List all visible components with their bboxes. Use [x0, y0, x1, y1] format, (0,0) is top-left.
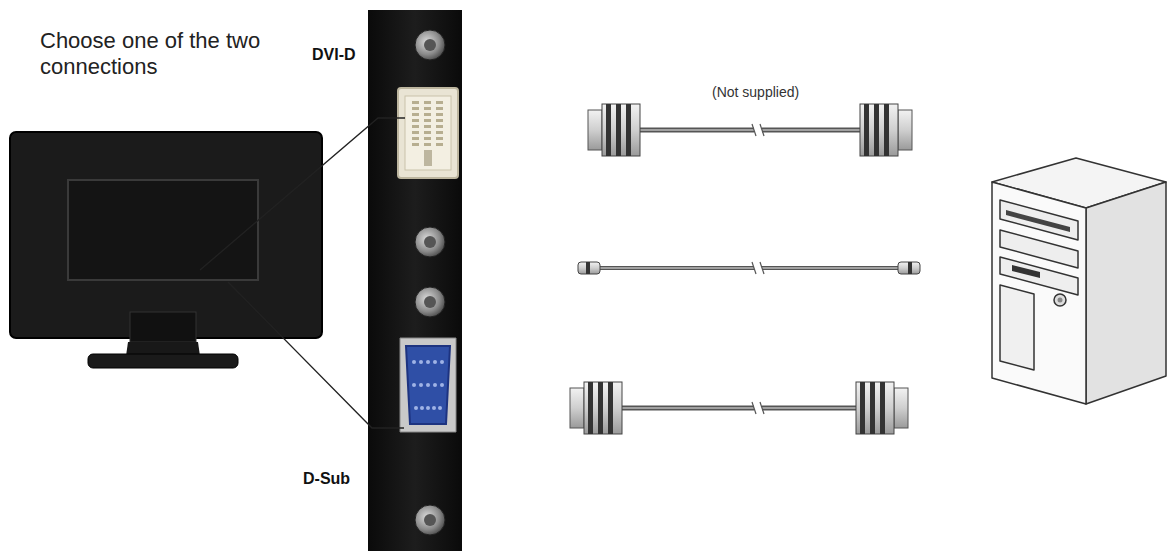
pin	[436, 131, 443, 134]
monitor-back	[10, 132, 322, 368]
pin	[412, 119, 419, 122]
pin	[414, 406, 418, 410]
cable	[578, 262, 920, 274]
pin	[424, 113, 431, 116]
pin	[412, 107, 419, 110]
pin	[432, 406, 436, 410]
screw	[415, 30, 445, 60]
screw	[415, 287, 445, 317]
pin	[424, 125, 431, 128]
pin	[426, 383, 430, 387]
pin	[424, 101, 431, 104]
pin	[424, 119, 431, 122]
pin	[426, 406, 430, 410]
pin	[436, 137, 443, 140]
pin	[433, 383, 437, 387]
pin	[424, 131, 431, 134]
pin	[436, 113, 443, 116]
pin	[436, 119, 443, 122]
pin	[436, 101, 443, 104]
pin	[438, 406, 442, 410]
pin	[433, 360, 437, 364]
pin	[426, 360, 430, 364]
heading: Choose one of the two connections	[40, 28, 290, 80]
pin	[424, 107, 431, 110]
pin	[412, 101, 419, 104]
cables	[570, 104, 920, 434]
port-label: DVI-D	[312, 46, 356, 64]
pin	[436, 125, 443, 128]
cable	[570, 382, 908, 434]
pin	[419, 360, 423, 364]
port-label: D-Sub	[303, 470, 350, 488]
pin	[419, 383, 423, 387]
pin	[412, 143, 419, 146]
screw	[415, 227, 445, 257]
pin	[440, 360, 444, 364]
pin	[440, 383, 444, 387]
pin	[412, 131, 419, 134]
note: (Not supplied)	[712, 84, 799, 100]
connector-panel	[368, 10, 462, 551]
pin	[424, 137, 431, 140]
pin	[412, 137, 419, 140]
pc-tower	[992, 158, 1166, 404]
screw	[415, 505, 445, 535]
pin	[436, 107, 443, 110]
pin	[412, 383, 416, 387]
pin	[424, 143, 431, 146]
pin	[412, 360, 416, 364]
pin	[436, 143, 443, 146]
pin	[412, 125, 419, 128]
pin	[420, 406, 424, 410]
pin	[412, 113, 419, 116]
cable	[588, 104, 912, 156]
leader-line	[200, 118, 405, 428]
